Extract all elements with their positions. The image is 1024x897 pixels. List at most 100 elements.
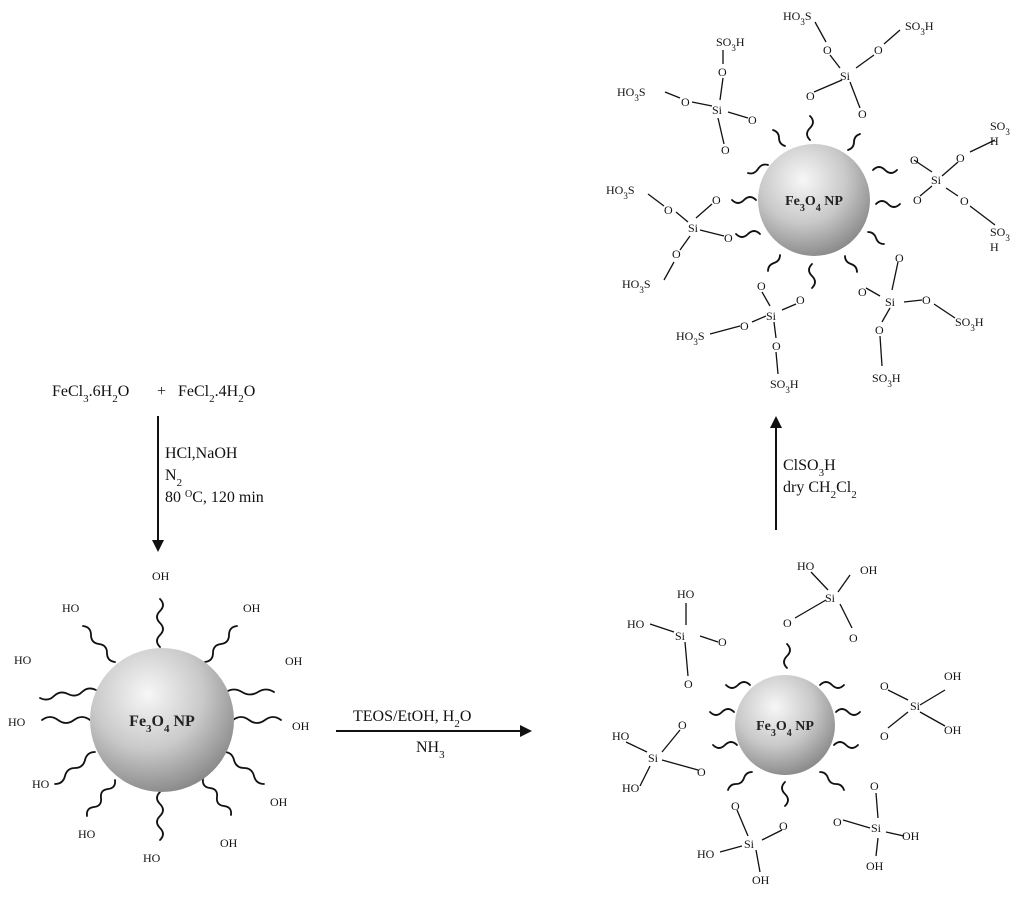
svg-text:O: O	[870, 779, 879, 793]
svg-text:Si: Si	[744, 837, 755, 851]
svg-text:O: O	[783, 616, 792, 630]
np2-bonds	[625, 571, 946, 873]
svg-text:O: O	[678, 718, 687, 732]
svg-text:OH: OH	[270, 795, 288, 809]
np3-bonds	[647, 21, 996, 375]
svg-text:HO3S: HO3S	[676, 329, 705, 347]
svg-text:O: O	[672, 247, 681, 261]
svg-text:SO3H: SO3H	[716, 35, 745, 53]
svg-text:O: O	[858, 107, 867, 121]
step2-reagent-1: TEOS/EtOH, H2O	[353, 708, 471, 730]
step2-reagent-2: NH3	[416, 739, 445, 761]
np3-wavy-ligands	[731, 115, 901, 289]
reactant-fecl3: FeCl3.6H2O	[52, 383, 129, 405]
svg-text:O: O	[823, 43, 832, 57]
svg-text:O: O	[960, 194, 969, 208]
svg-text:HO3S: HO3S	[622, 277, 651, 295]
svg-text:OH: OH	[752, 873, 770, 887]
svg-text:O: O	[712, 193, 721, 207]
np1-wavy-ligands	[39, 598, 282, 841]
svg-text:HO: HO	[622, 781, 640, 795]
svg-text:HO: HO	[697, 847, 715, 861]
svg-text:O: O	[875, 323, 884, 337]
svg-text:O: O	[731, 799, 740, 813]
np2-atom-labels: HO HO Si O O HO OH Si O O O Si OH OH O O…	[612, 559, 962, 887]
svg-text:O: O	[849, 631, 858, 645]
step1-reagent-2: N2	[165, 467, 182, 489]
svg-text:HO: HO	[627, 617, 645, 631]
svg-text:Si: Si	[931, 173, 942, 187]
np-sulfonic: Fe3O4 NP	[606, 9, 1010, 395]
svg-text:O: O	[740, 319, 749, 333]
svg-text:H: H	[990, 134, 999, 148]
svg-text:O: O	[895, 251, 904, 265]
svg-text:Si: Si	[885, 295, 896, 309]
svg-text:HO: HO	[677, 587, 695, 601]
svg-text:HO: HO	[8, 715, 26, 729]
svg-text:O: O	[772, 339, 781, 353]
svg-text:O: O	[718, 65, 727, 79]
svg-text:HO: HO	[32, 777, 50, 791]
step3-reagent-1: ClSO3H	[783, 457, 836, 479]
svg-text:OH: OH	[902, 829, 920, 843]
np2-sphere	[735, 675, 835, 775]
svg-text:HO: HO	[14, 653, 32, 667]
svg-text:OH: OH	[944, 723, 962, 737]
svg-text:O: O	[922, 293, 931, 307]
svg-text:O: O	[796, 293, 805, 307]
svg-text:OH: OH	[152, 569, 170, 583]
svg-text:O: O	[779, 819, 788, 833]
svg-text:SO3H: SO3H	[955, 315, 984, 333]
np1-label: Fe3O4 NP	[129, 713, 195, 735]
svg-text:Si: Si	[871, 821, 882, 835]
svg-text:O: O	[910, 153, 919, 167]
np1-sphere	[90, 648, 234, 792]
np-hydroxyl: Fe3O4 NP OH OH OH OH OH OH HO HO HO HO H…	[8, 569, 310, 865]
svg-text:OH: OH	[285, 654, 303, 668]
plus-sign: +	[157, 383, 166, 400]
svg-text:Si: Si	[648, 751, 659, 765]
np3-atom-labels: SO3H O HO3S O Si O O HO3S O SO3H O Si O …	[606, 9, 1010, 395]
svg-text:O: O	[880, 679, 889, 693]
np3-sphere	[758, 144, 870, 256]
svg-text:OH: OH	[243, 601, 261, 615]
svg-text:O: O	[874, 43, 883, 57]
svg-text:Si: Si	[712, 103, 723, 117]
svg-text:OH: OH	[292, 719, 310, 733]
svg-text:Si: Si	[688, 221, 699, 235]
np3-label: Fe3O4 NP	[785, 194, 843, 214]
svg-text:Si: Si	[825, 591, 836, 605]
np2-label: Fe3O4 NP	[756, 719, 814, 739]
svg-text:H: H	[990, 240, 999, 254]
svg-text:HO3S: HO3S	[606, 183, 635, 201]
svg-text:Si: Si	[840, 69, 851, 83]
svg-text:O: O	[684, 677, 693, 691]
svg-text:O: O	[697, 765, 706, 779]
step1-conditions: 80 OC, 120 min	[165, 489, 264, 507]
svg-text:HO3S: HO3S	[617, 85, 646, 103]
svg-text:OH: OH	[944, 669, 962, 683]
svg-text:SO3H: SO3H	[905, 19, 934, 37]
svg-text:OH: OH	[866, 859, 884, 873]
svg-text:O: O	[757, 279, 766, 293]
svg-text:O: O	[681, 95, 690, 109]
svg-text:OH: OH	[860, 563, 878, 577]
svg-text:OH: OH	[220, 836, 238, 850]
svg-text:Si: Si	[910, 699, 921, 713]
svg-text:HO: HO	[78, 827, 96, 841]
svg-text:HO: HO	[62, 601, 80, 615]
svg-text:O: O	[748, 113, 757, 127]
np-silanol: Fe3O4 NP HO HO Si O O HO OH Si O O	[612, 559, 962, 887]
svg-text:HO3S: HO3S	[783, 9, 812, 27]
step3-reagent-2: dry CH2Cl2	[783, 479, 857, 501]
svg-text:O: O	[880, 729, 889, 743]
svg-text:SO3H: SO3H	[770, 377, 799, 395]
svg-text:O: O	[858, 285, 867, 299]
svg-text:O: O	[806, 89, 815, 103]
step1-reagent-1: HCl,NaOH	[165, 445, 238, 462]
svg-text:O: O	[664, 203, 673, 217]
svg-text:O: O	[724, 231, 733, 245]
svg-text:Si: Si	[675, 629, 686, 643]
